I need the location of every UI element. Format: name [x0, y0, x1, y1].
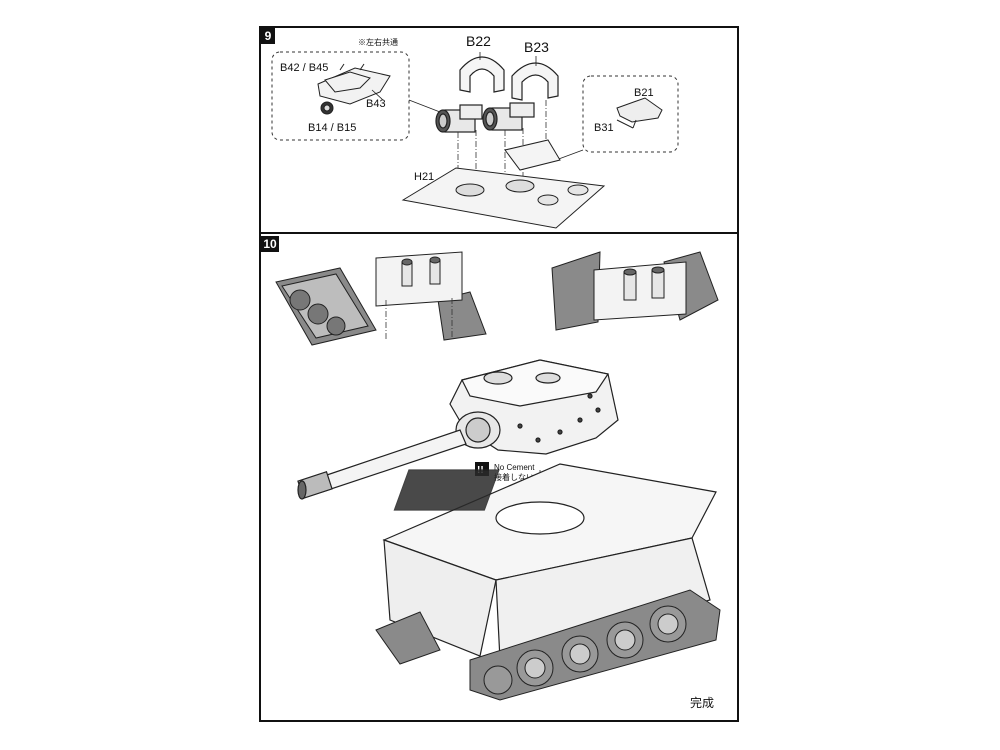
complete-label: 完成	[690, 695, 714, 710]
tracks-drawing	[375, 589, 721, 701]
label-b14-b15: B14 / B15	[308, 122, 356, 134]
clip-part-drawing	[317, 63, 391, 115]
step-divider	[259, 232, 739, 234]
turret-drawing	[449, 359, 619, 455]
label-b31: B31	[594, 122, 614, 134]
label-b43: B43	[366, 98, 386, 110]
instruction-frame	[259, 26, 739, 722]
label-b23: B23	[524, 39, 549, 55]
leader-lines-step9	[408, 52, 584, 161]
gun-barrel-drawing	[297, 429, 467, 500]
no-cement-label-jp: 接着しない	[494, 472, 534, 482]
step-10-badge: 10	[261, 236, 279, 252]
no-cement-label: No Cement	[494, 463, 535, 472]
label-b22: B22	[466, 33, 491, 49]
bracket-part-drawing	[616, 97, 663, 129]
callout-left-box	[271, 51, 410, 141]
exhaust-covers-drawing	[459, 56, 559, 101]
label-h21: H21	[414, 171, 434, 183]
step9-note: ※左右共通	[358, 37, 398, 47]
step-9-badge: 9	[261, 28, 275, 44]
exhaust-pipes-drawing	[435, 102, 535, 133]
rear-detail-right	[551, 251, 719, 331]
hull-drawing	[382, 463, 717, 661]
callout-right-box	[582, 75, 679, 153]
label-b21: B21	[634, 87, 654, 99]
engine-deck-drawing	[401, 139, 606, 229]
label-b42-b45: B42 / B45	[280, 62, 328, 74]
rear-detail-left	[275, 251, 487, 346]
